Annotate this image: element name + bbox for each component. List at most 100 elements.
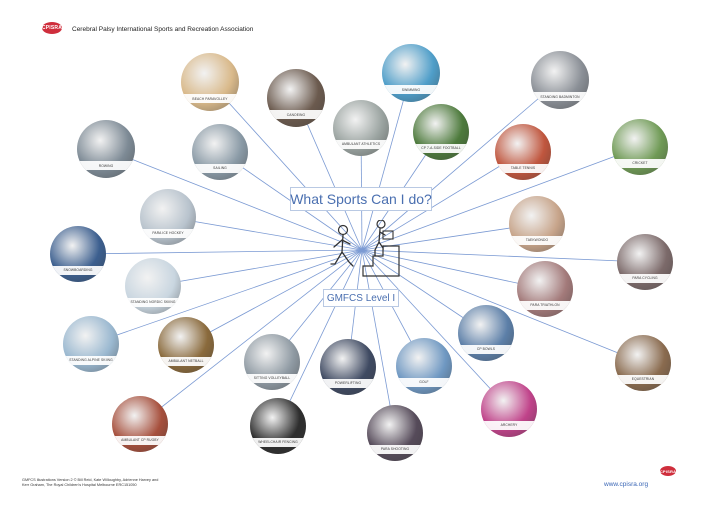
connector-line [361,72,412,251]
sport-label: SWIMMING [401,87,421,92]
sport-label-band: TABLE TENNIS [495,163,551,173]
sport-label-band: CP 7-A-SIDE FOOTBALL [413,143,469,153]
sport-label: AMBULANT ATHLETICS [341,142,381,147]
connector-line [77,249,363,255]
sport-bubble: CRICKET [612,119,668,175]
sport-bubble: GOLF [396,338,452,394]
sport-bubble: WHEELCHAIR FENCING [250,398,306,454]
organisation-name: Cerebral Palsy International Sports and … [72,26,254,33]
sport-label: POWERLIFTING [334,381,362,386]
sport-label: AMBULANT NETBALL [168,359,204,364]
sport-bubble: SAILING [192,124,248,180]
sport-label-band: AMBULANT NETBALL [158,356,214,366]
sport-label-band: AMBULANT ATHLETICS [333,139,389,149]
sport-bubble: STANDING NORDIC SKIING [125,258,181,314]
sport-bubble: PARA TRIATHLON [517,261,573,317]
sport-label: CANOEING [286,112,306,117]
sport-label: ARCHERY [500,423,518,428]
gmfcs-level-label: GMFCS Level I [326,292,396,304]
sport-label: SAILING [213,166,227,171]
sport-bubble: SNOWBOARDING [50,226,106,282]
sport-bubble: STANDING ALPINE SKIING [63,316,119,372]
connector-line [185,249,363,346]
sport-bubble: EQUESTRIAN [615,335,671,391]
sport-bubble: BEACH PARAVOLLEY [181,53,239,111]
sport-bubble: CP 7-A-SIDE FOOTBALL [413,104,469,160]
cpisra-footer-logo: CPISRA [660,466,676,478]
gmfcs-level-box: GMFCS Level I [323,289,399,307]
sport-label-band: PARA ICE HOCKEY [140,228,196,238]
sport-label: ROWING [98,163,114,168]
cpisra-logo: CPISRA [42,22,62,36]
sport-bubble: SWIMMING [382,44,440,102]
sport-label: PARA ICE HOCKEY [152,231,184,236]
sport-bubble: STANDING BADMINTON [531,51,589,109]
sport-label-band: TAEKWONDO [509,235,565,245]
sport-label-band: SAILING [192,163,248,173]
sport-label-band: POWERLIFTING [320,378,376,388]
diagram-title-box: What Sports Can I do? [290,187,432,211]
connector-line [277,249,363,427]
sport-label: CP 7-A-SIDE FOOTBALL [421,146,461,151]
sport-label: EQUESTRIAN [631,377,655,382]
sport-label: WHEELCHAIR FENCING [258,440,298,445]
connector-line [167,216,363,251]
connector-line [361,249,646,263]
sport-bubble: SITTING VOLLEYBALL [244,334,300,390]
sport-label: CRICKET [632,161,648,166]
sport-label-band: ARCHERY [481,420,537,430]
cpisra-footer-logo-mark: CPISRA [660,466,676,476]
sport-label: PARA TRIATHLON [530,303,560,308]
sport-label-band: CANOEING [267,110,325,120]
sport-label: TABLE TENNIS [510,166,536,171]
connector-line [152,249,363,287]
sport-label-band: SITTING VOLLEYBALL [244,373,300,383]
sport-bubble: PARA CYCLING [617,234,673,290]
sport-label: CP BOWLS [476,347,496,352]
sport-label: BEACH PARAVOLLEY [192,96,228,101]
sport-label-band: STANDING NORDIC SKIING [125,297,181,307]
sport-label: TAEKWONDO [525,238,549,243]
sport-bubble: ARCHERY [481,381,537,437]
sport-label-band: CRICKET [612,158,668,168]
sport-bubble: TABLE TENNIS [495,124,551,180]
sport-label-band: CP BOWLS [458,344,514,354]
sport-label-band: PARA SHOOTING [367,444,423,454]
sport-label-band: PARA CYCLING [617,273,673,283]
sport-label-band: ROWING [77,161,135,171]
connector-line [361,79,561,251]
connector-line [361,146,641,251]
sport-bubble: POWERLIFTING [320,339,376,395]
sport-label-band: STANDING ALPINE SKIING [63,355,119,365]
connector-line [361,249,396,434]
sport-label-band: STANDING BADMINTON [531,92,589,102]
sport-label-band: SNOWBOARDING [50,265,106,275]
sport-bubble: PARA SHOOTING [367,405,423,461]
sport-label: SNOWBOARDING [63,268,93,273]
sport-bubble: AMBULANT CP RUGBY [112,396,168,452]
sport-label: STANDING NORDIC SKIING [130,300,176,305]
sport-bubble: AMBULANT ATHLETICS [333,100,389,156]
sport-bubble: CP BOWLS [458,305,514,361]
sport-bubble: ROWING [77,120,135,178]
sport-bubble: TAEKWONDO [509,196,565,252]
connector-line [361,249,546,290]
website-link[interactable]: www.cpisra.org [604,481,649,488]
sport-label-band: GOLF [396,377,452,387]
footer-credits: GMFCS illustrations Version 2 © Bill Rei… [22,478,159,487]
diagram-title: What Sports Can I do? [290,191,432,207]
sport-label-band: SWIMMING [382,85,440,95]
connector-line [90,249,363,345]
sport-bubble: AMBULANT NETBALL [158,317,214,373]
sport-label-band: AMBULANT CP RUGBY [112,435,168,445]
sport-label-band: WHEELCHAIR FENCING [250,437,306,447]
sport-label: SITTING VOLLEYBALL [253,376,291,381]
sport-label: STANDING ALPINE SKIING [69,358,113,363]
sport-bubble: PARA ICE HOCKEY [140,189,196,245]
sport-bubble: CANOEING [267,69,325,127]
sport-label: PARA SHOOTING [380,447,410,452]
sport-label: STANDING BADMINTON [540,94,580,99]
sport-label: PARA CYCLING [632,276,658,281]
sport-label-band: PARA TRIATHLON [517,300,573,310]
sport-label-band: BEACH PARAVOLLEY [181,94,239,104]
